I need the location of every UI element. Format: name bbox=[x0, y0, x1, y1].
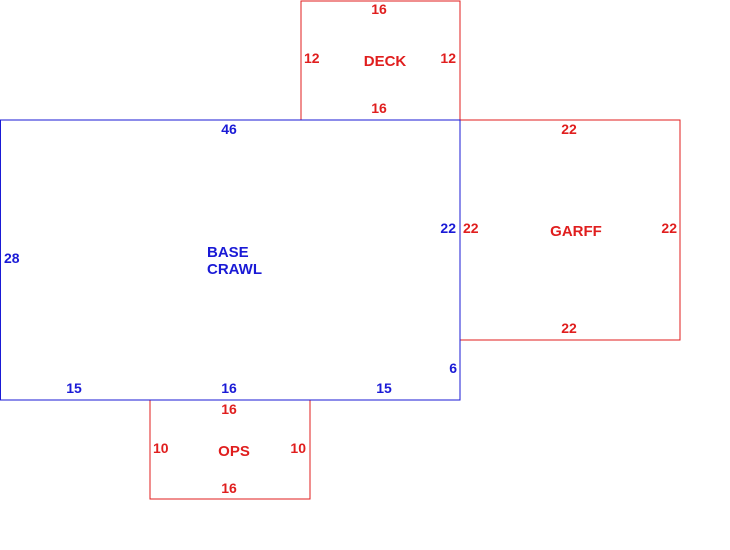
garage-dim-right: 22 bbox=[661, 220, 677, 236]
ops-dim-bottom: 16 bbox=[221, 480, 237, 496]
base-outline bbox=[0, 119, 461, 401]
deck-dim-bottom: 16 bbox=[371, 100, 387, 116]
ops-area bbox=[149, 400, 311, 500]
garage-dim-top: 22 bbox=[561, 121, 577, 137]
base-dim-bottom-right: 15 bbox=[376, 380, 392, 396]
base-area bbox=[0, 119, 461, 401]
garage-outline bbox=[460, 119, 681, 341]
base-dim-right: 22 bbox=[440, 220, 456, 236]
garage-dim-bottom: 22 bbox=[561, 320, 577, 336]
base-dim-left: 28 bbox=[4, 250, 20, 266]
base-dim-bottom-mid: 16 bbox=[221, 380, 237, 396]
ops-dim-right: 10 bbox=[290, 440, 306, 456]
deck-dim-right: 12 bbox=[440, 50, 456, 66]
base-name-line1: BASE bbox=[207, 244, 249, 261]
ops-outline bbox=[149, 400, 311, 500]
garage-name: GARFF bbox=[550, 223, 602, 240]
ops-dim-top: 16 bbox=[221, 401, 237, 417]
base-dim-right-lower: 6 bbox=[449, 360, 457, 376]
garage-dim-left: 22 bbox=[463, 220, 479, 236]
deck-area bbox=[300, 0, 461, 120]
base-dim-bottom-left: 15 bbox=[66, 380, 82, 396]
deck-name: DECK bbox=[364, 53, 407, 70]
base-name-line2: CRAWL bbox=[207, 261, 262, 278]
base-dim-top: 46 bbox=[221, 121, 237, 137]
ops-name: OPS bbox=[218, 443, 250, 460]
deck-outline bbox=[300, 0, 461, 120]
deck-dim-left: 12 bbox=[304, 50, 320, 66]
deck-dim-top: 16 bbox=[371, 1, 387, 17]
garage-area bbox=[460, 119, 681, 341]
ops-dim-left: 10 bbox=[153, 440, 169, 456]
